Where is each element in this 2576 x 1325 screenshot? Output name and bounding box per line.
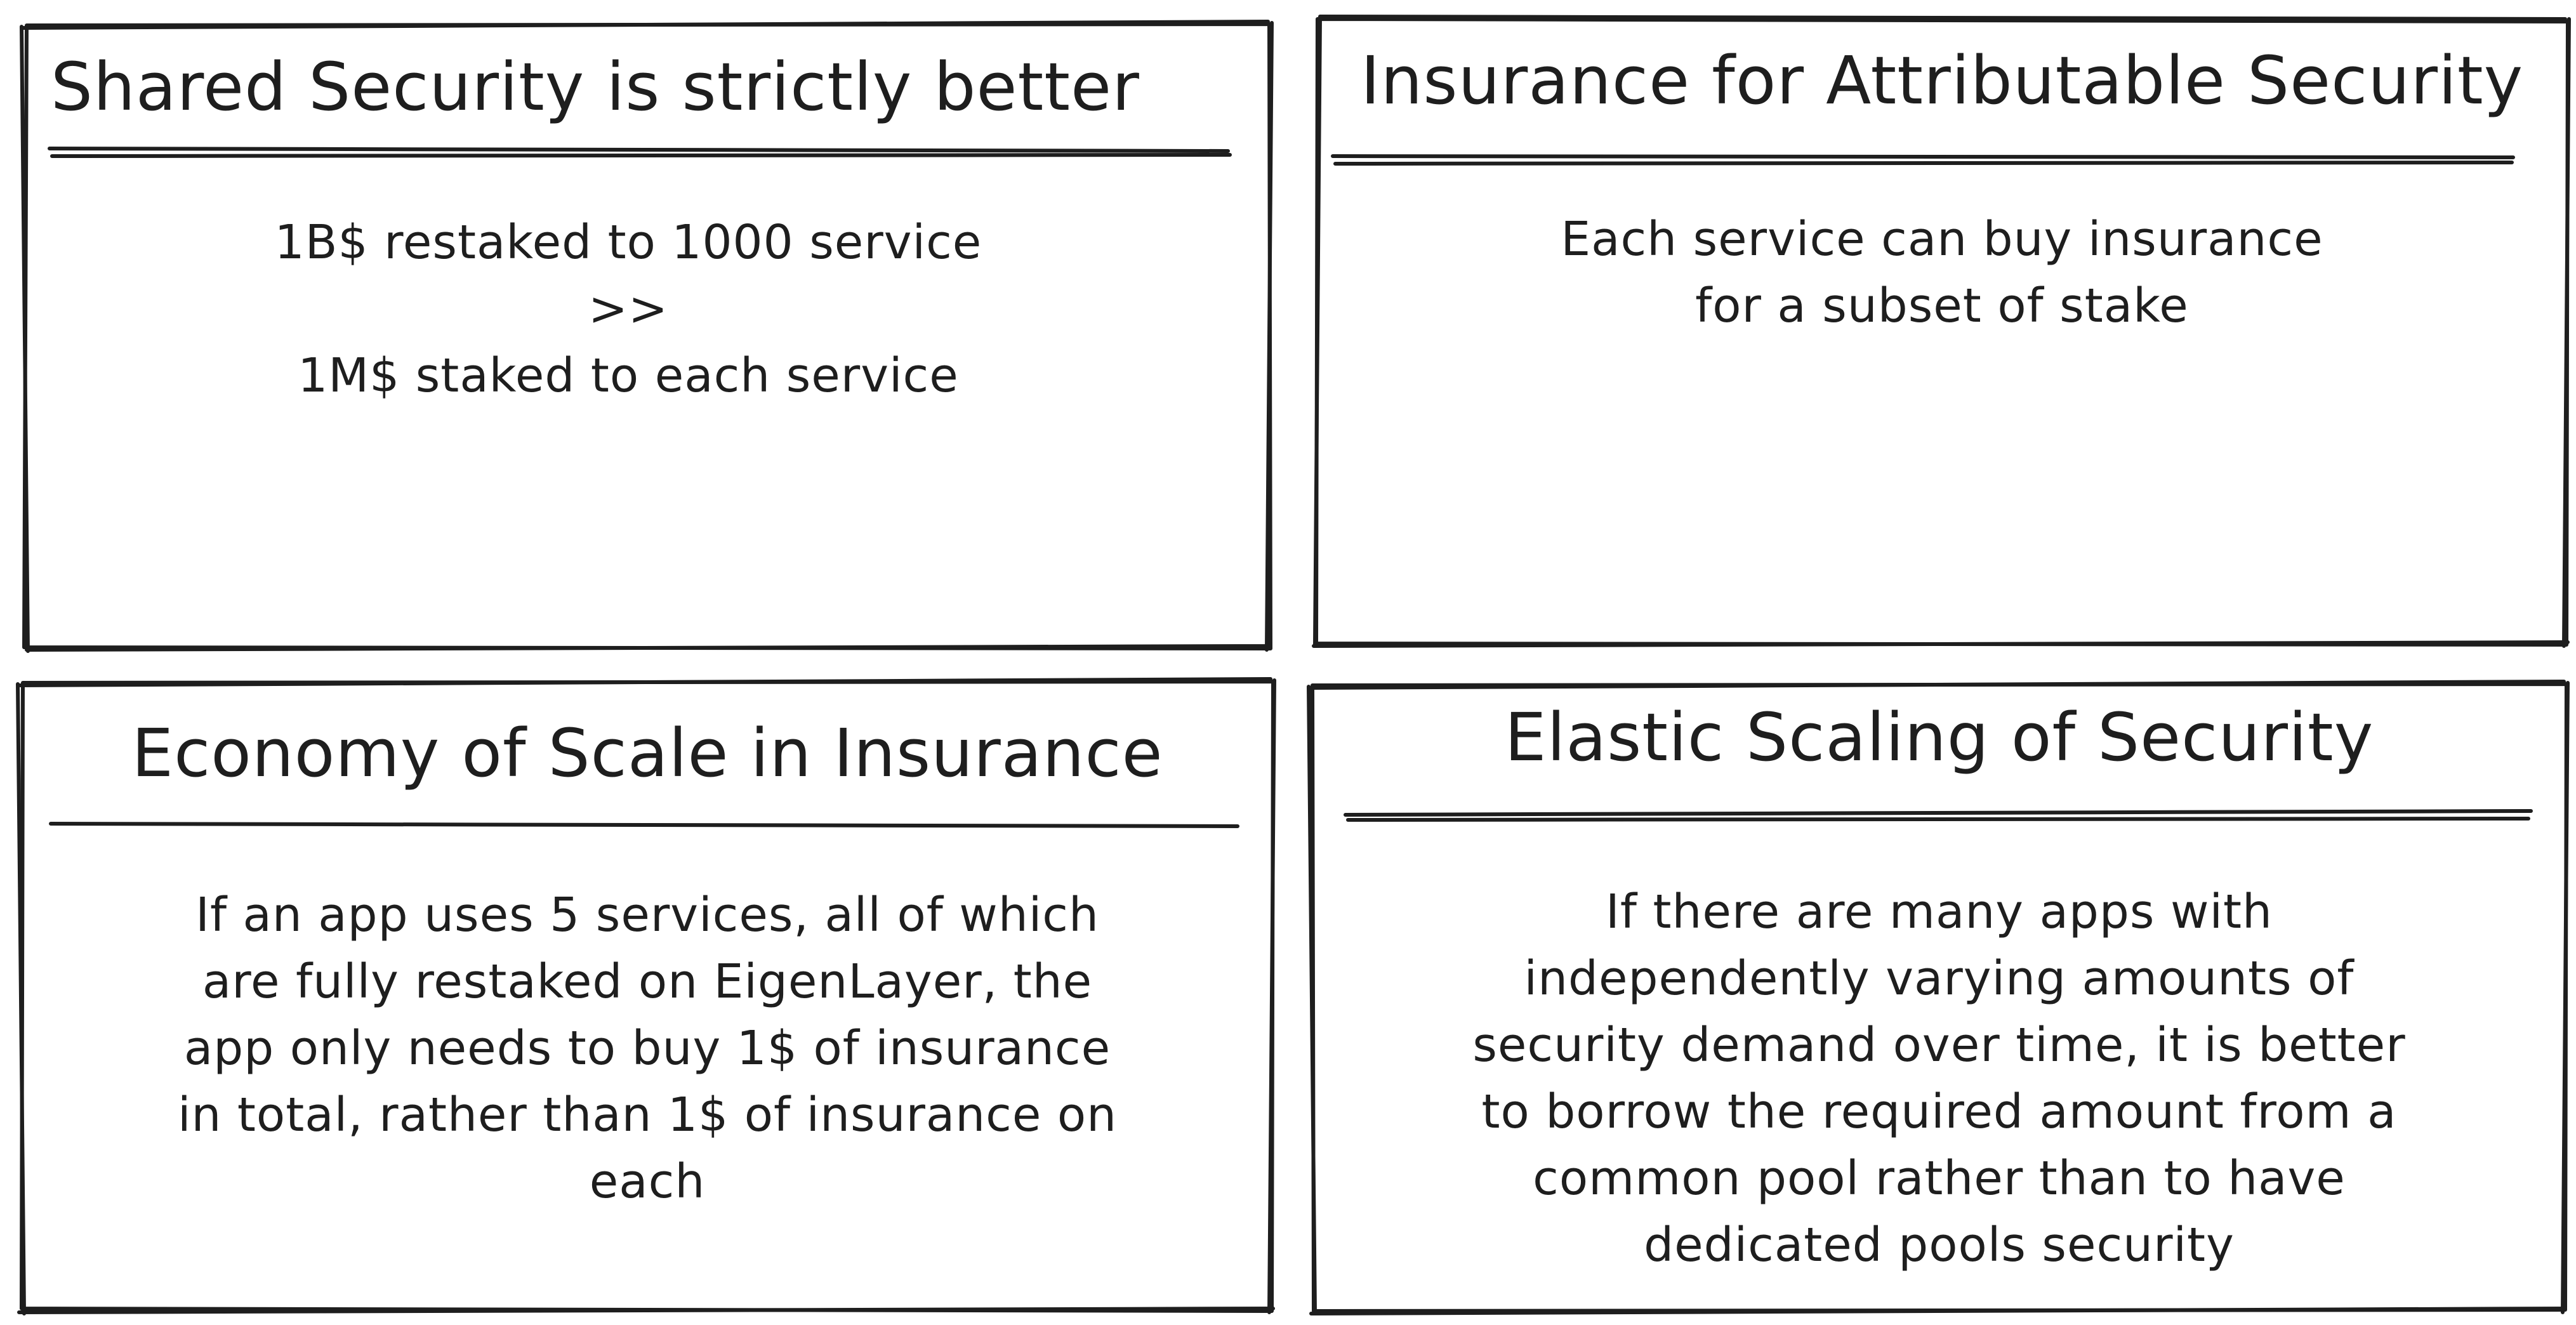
panel-body: 1B$ restaked to 1000 service >> 1M$ stak… [25, 209, 1231, 409]
title-underline [1344, 809, 2533, 817]
title-underline [1331, 154, 2515, 159]
panel-title: Economy of Scale in Insurance [131, 715, 1163, 792]
panel-body: If an app uses 5 services, all of which … [60, 882, 1234, 1215]
panel-body-line: independently varying amounts of [1524, 951, 2355, 1006]
panel-body-line: to borrow the required amount from a [1481, 1084, 2397, 1139]
panel-body-line: Each service can buy insurance [1561, 212, 2323, 267]
panel-body-line: If an app uses 5 services, all of which [195, 888, 1099, 942]
panel-frame-elastic-scaling [1307, 680, 2570, 1315]
panel-frame-shared-security [20, 20, 1274, 653]
panel-body: Each service can buy insurance for a sub… [1355, 206, 2529, 339]
panel-body-line: 1M$ staked to each service [298, 348, 959, 403]
panel-body-line: in total, rather than 1$ of insurance on [177, 1088, 1118, 1142]
panel-title: Elastic Scaling of Security [1504, 699, 2374, 776]
title-underline [48, 147, 1230, 153]
panel-body-line: 1B$ restaked to 1000 service [274, 215, 982, 270]
panel-elastic-scaling: Elastic Scaling of Security If there are… [1312, 685, 2566, 1310]
panel-body-line: for a subset of stake [1695, 279, 2189, 333]
panel-body-line: If there are many apps with [1606, 885, 2273, 939]
panel-economy-of-scale: Economy of Scale in Insurance If an app … [22, 682, 1272, 1310]
panel-body-line: common pool rather than to have [1533, 1151, 2346, 1206]
panel-title: Insurance for Attributable Security [1360, 42, 2524, 119]
panel-title: Shared Security is strictly better [51, 48, 1140, 126]
title-underline [49, 822, 1239, 828]
panel-shared-security: Shared Security is strictly better 1B$ r… [25, 25, 1269, 647]
panel-body-line: are fully restaked on EigenLayer, the [202, 954, 1093, 1009]
panel-insurance-attributable: Insurance for Attributable Security Each… [1317, 19, 2567, 644]
panel-frame-insurance-attributable [1312, 15, 2571, 648]
panel-body-line: dedicated pools security [1644, 1218, 2235, 1272]
panel-frame-economy-of-scale [16, 677, 1276, 1315]
panel-body-line: >> [588, 282, 668, 336]
panel-body-line: app only needs to buy 1$ of insurance [183, 1021, 1111, 1076]
panel-body-line: each [589, 1154, 706, 1209]
panel-body-line: security demand over time, it is better [1472, 1018, 2406, 1072]
panel-body: If there are many apps with independentl… [1351, 879, 2528, 1279]
